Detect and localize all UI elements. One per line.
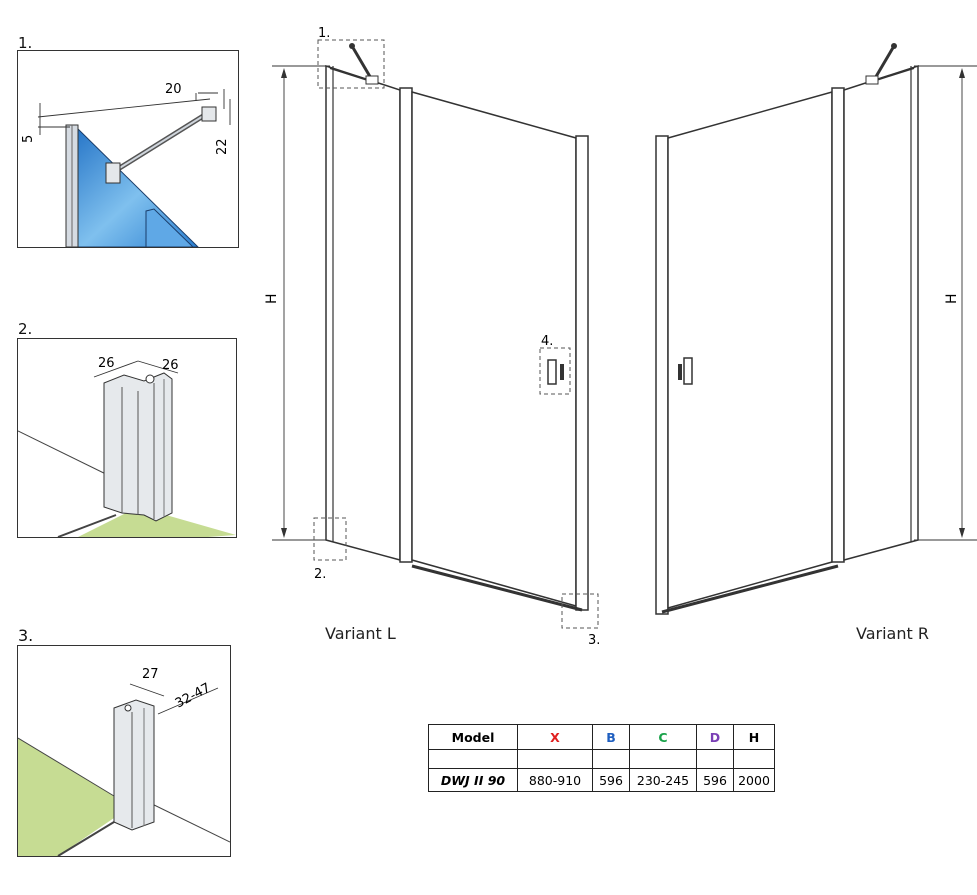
- cell-b: 596: [592, 768, 630, 792]
- table-row: DWJ II 90 880-910 596 230-245 596 2000: [428, 768, 775, 792]
- variant-r-label: Variant R: [856, 624, 929, 643]
- cell-x: 880-910: [517, 768, 593, 792]
- callout-3: 3.: [588, 633, 600, 648]
- detail-3-box: 27 32-47: [17, 645, 231, 857]
- detail-1-illustration: 20 5 22: [21, 82, 231, 247]
- header-x: X: [517, 724, 593, 750]
- callout-2: 2.: [314, 567, 326, 582]
- spec-table: Model X B C D H DWJ II 90 880-910 596 23…: [428, 724, 775, 792]
- detail-2-illustration: 26 26: [18, 356, 236, 537]
- detail-1-box: 20 5 22: [17, 50, 239, 248]
- cell-d: 596: [696, 768, 734, 792]
- detail-1-dim-20: 20: [165, 82, 182, 97]
- detail-2-dim-a: 26: [98, 356, 115, 371]
- variant-l-height-label: H: [264, 293, 280, 304]
- detail-3-number: 3.: [18, 626, 34, 645]
- detail-1-dim-22: 22: [215, 138, 230, 155]
- detail-3-dim-a: 27: [142, 667, 159, 682]
- header-model: Model: [428, 724, 518, 750]
- detail-2-number: 2.: [18, 320, 33, 338]
- header-h: H: [733, 724, 775, 750]
- detail-1-number: 1.: [18, 34, 33, 52]
- header-c: C: [629, 724, 697, 750]
- detail-3-illustration: 27 32-47: [18, 667, 230, 856]
- detail-1-dim-5: 5: [21, 135, 36, 143]
- callout-4: 4.: [541, 334, 553, 349]
- spec-table-spacer: [428, 749, 775, 769]
- callout-1: 1.: [318, 26, 330, 41]
- header-b: B: [592, 724, 630, 750]
- cell-model: DWJ II 90: [428, 768, 518, 792]
- header-d: D: [696, 724, 734, 750]
- cell-c: 230-245: [629, 768, 697, 792]
- cell-h: 2000: [733, 768, 775, 792]
- variant-r-height-label: H: [944, 293, 960, 304]
- detail-2-dim-b: 26: [162, 358, 179, 373]
- spec-table-header-row: Model X B C D H: [428, 724, 775, 750]
- variant-l-label: Variant L: [325, 624, 396, 643]
- detail-2-box: 26 26: [17, 338, 237, 538]
